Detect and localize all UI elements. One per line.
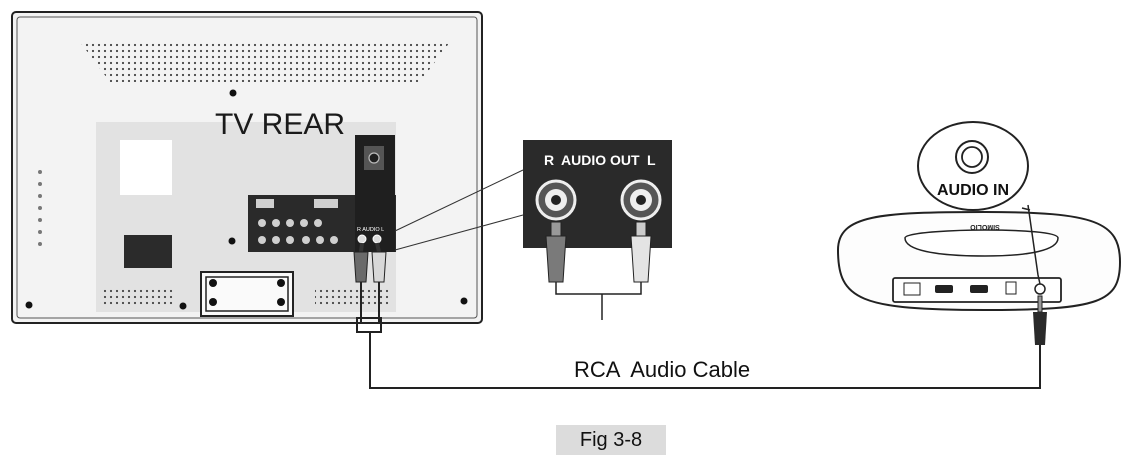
enlarged-rca-plugs: [545, 221, 652, 320]
tv-bottom-vent-left: [100, 288, 174, 306]
audio-out-panel: R AUDIO OUT L: [523, 140, 672, 248]
tv-screw: [25, 301, 33, 309]
tv-audio-jack-l: [372, 234, 382, 244]
tv-rear-label: TV REAR: [215, 108, 345, 141]
rca-audio-cable: [356, 317, 1041, 389]
tv-side-vent: [38, 170, 42, 246]
audio-out-label-l: L: [647, 152, 656, 168]
tv-screw: [229, 89, 237, 97]
zoom-callout: [394, 169, 524, 251]
tv-audio-module: R AUDIO L: [355, 135, 395, 252]
speaker-unit: SIMOLIO: [836, 210, 1122, 312]
tv-rear: R AUDIO L TV REAR: [11, 11, 483, 324]
figure-caption: Fig 3-8: [556, 425, 666, 455]
audio-out-jack-l: [620, 179, 662, 221]
tv-top-vent: [80, 42, 450, 82]
audio-in-callout: AUDIO IN: [917, 121, 1041, 285]
audio-out-label: AUDIO OUT: [561, 152, 640, 168]
speaker-brand: SIMOLIO: [970, 223, 1000, 230]
audio-out-label-r: R: [544, 152, 554, 168]
tv-inner-frame: [16, 16, 478, 319]
audio-in-label: AUDIO IN: [937, 182, 1009, 199]
tv-screw: [179, 302, 187, 310]
tv-rca-plugs: [353, 242, 387, 322]
tv-audio-jack-r: [357, 234, 367, 244]
tv-screw: [228, 237, 236, 245]
tv-audio-jack-label: R AUDIO L: [357, 227, 384, 233]
tv-power-block: [124, 235, 172, 268]
tv-stand-mount: [200, 271, 294, 317]
figure-caption-text: Fig 3-8: [579, 428, 643, 451]
tv-screw: [460, 297, 468, 305]
tv-label-sticker: [120, 140, 172, 195]
speaker-audio-in-jack: [1034, 283, 1046, 295]
cable-label: RCA Audio Cable: [574, 357, 750, 382]
mini-jack-plug: [1033, 295, 1047, 360]
audio-out-jack-r: [535, 179, 577, 221]
tv-bottom-vent-right: [315, 288, 389, 306]
